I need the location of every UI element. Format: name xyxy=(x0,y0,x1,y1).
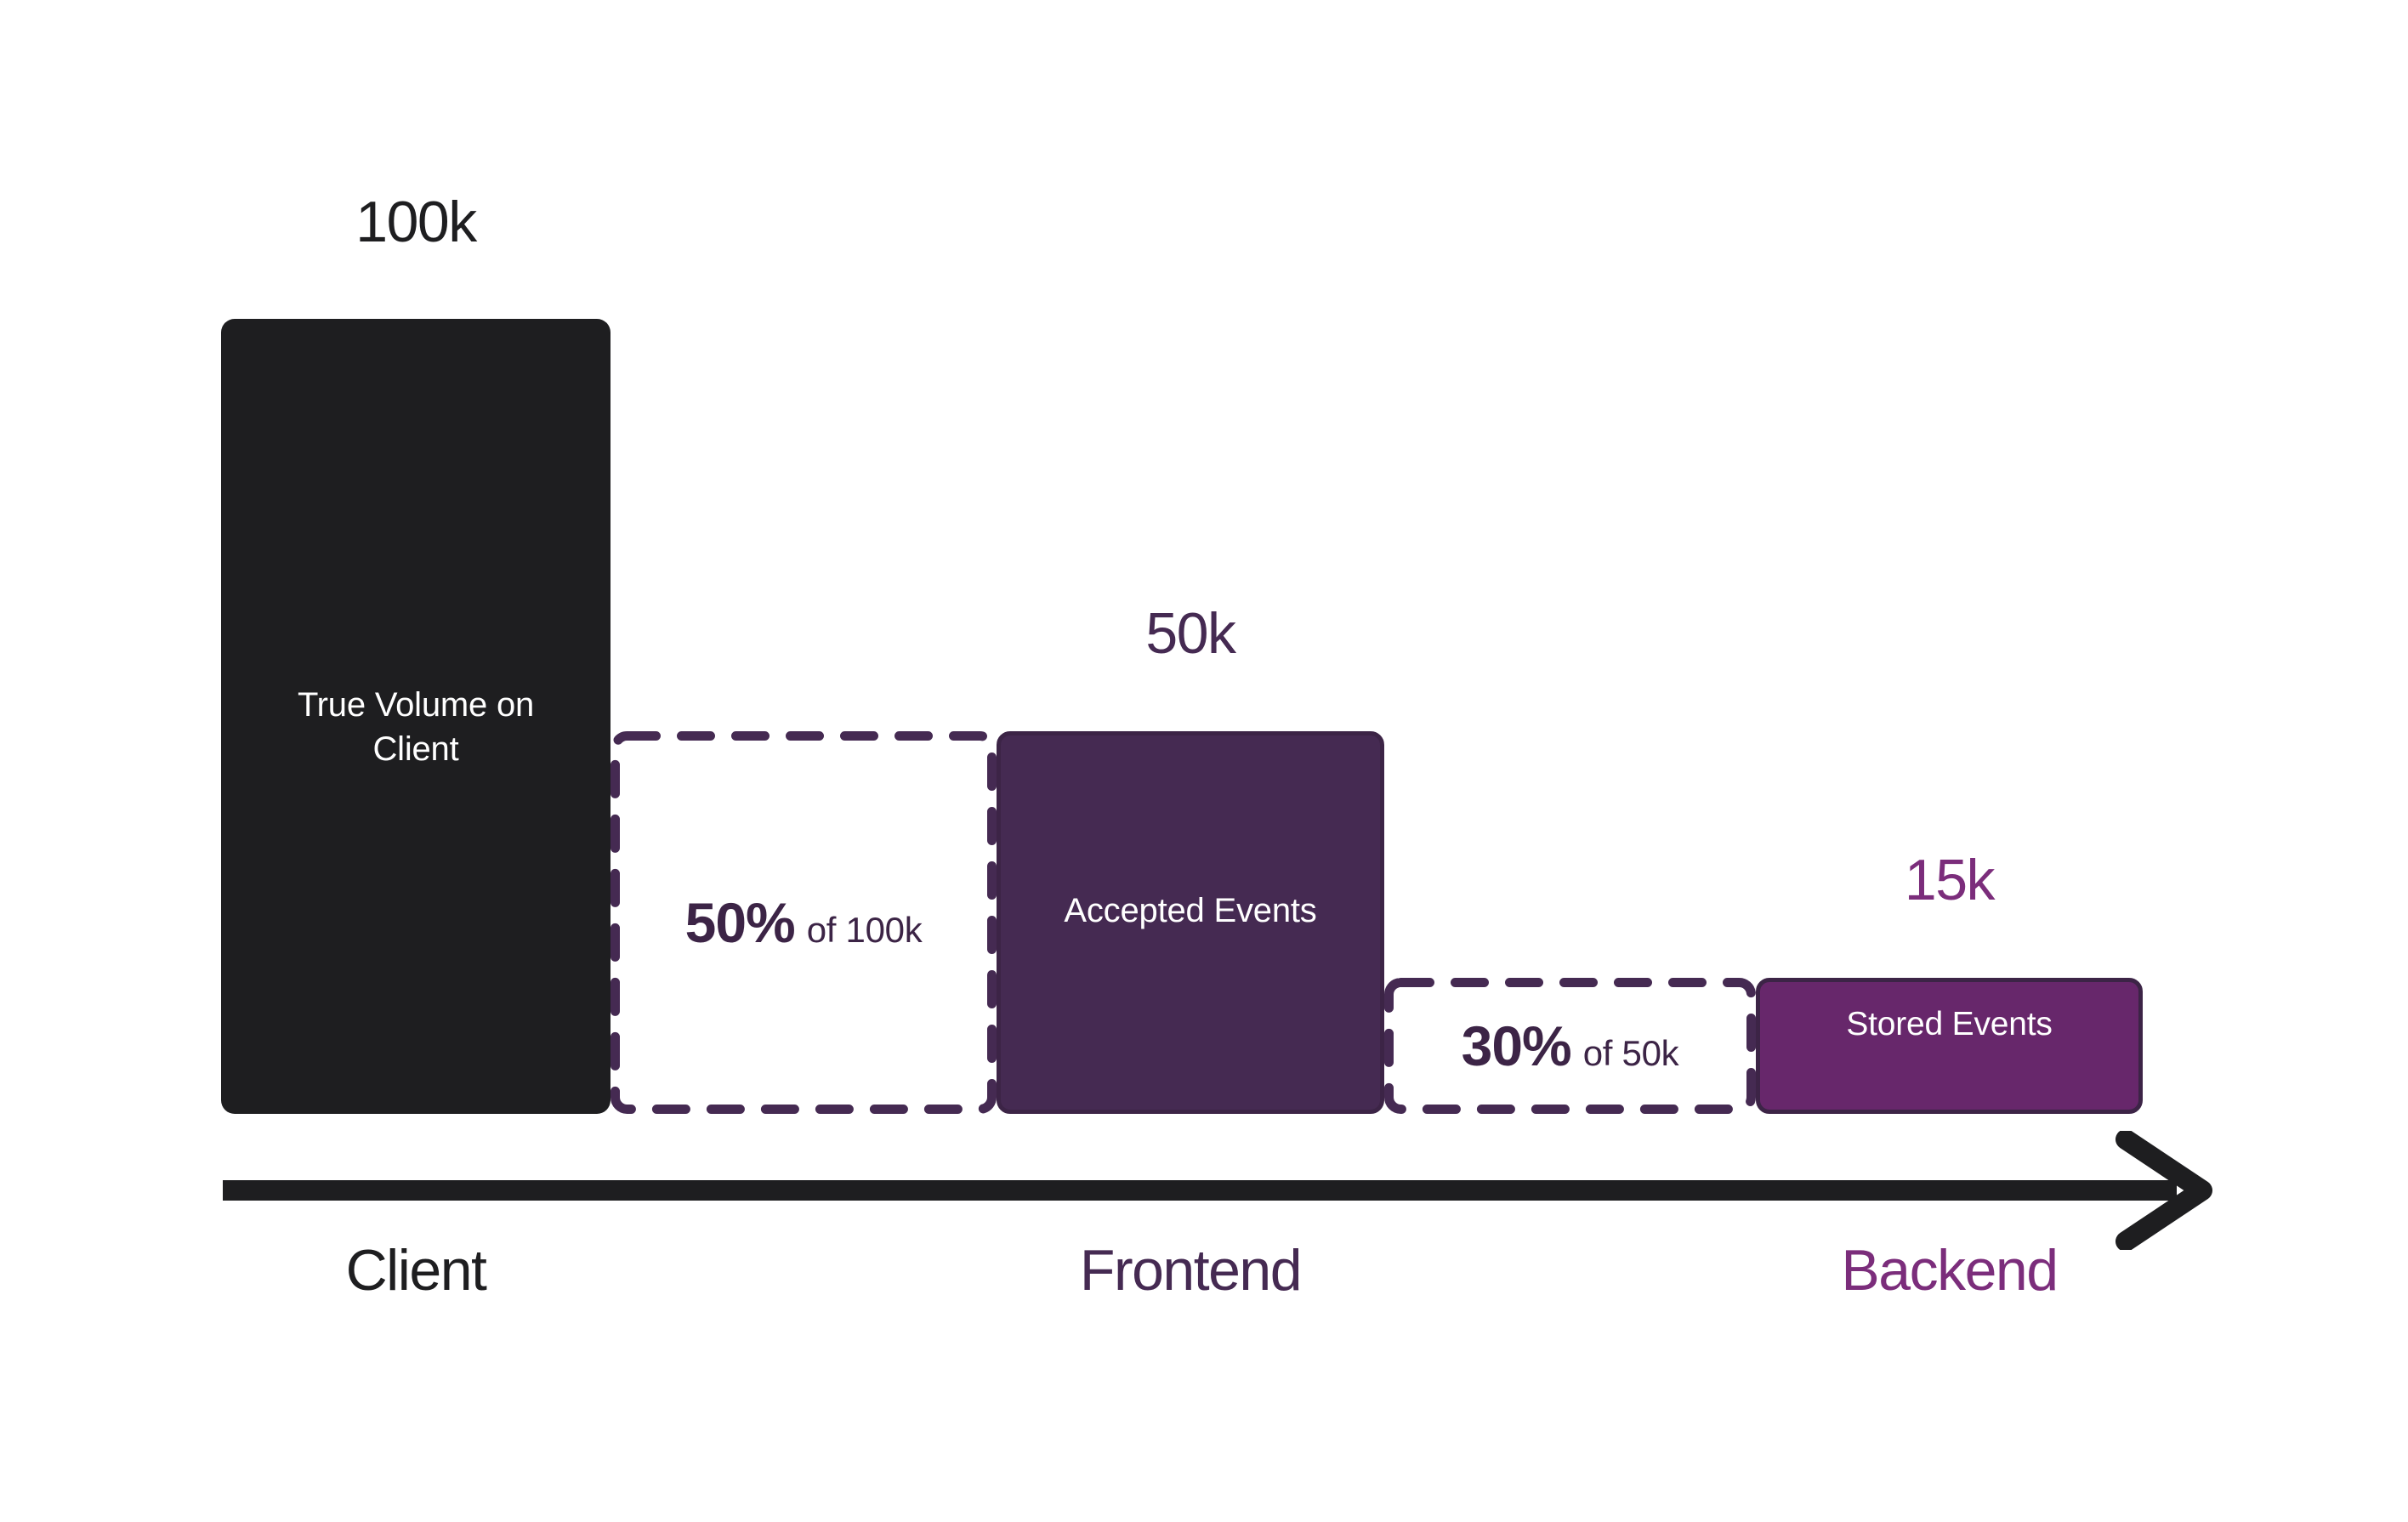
bar-label-client: True Volume on Client xyxy=(297,686,535,768)
bar-frontend: Accepted Events xyxy=(997,731,1384,1114)
dashed-outline-1 xyxy=(611,731,997,1114)
stage-label-backend: Backend xyxy=(1841,1238,2059,1303)
drop-note-2: 30% of 50k xyxy=(1462,1014,1679,1078)
bar-label-frontend: Accepted Events xyxy=(1064,892,1317,929)
axis-arrow-icon xyxy=(223,1131,2212,1250)
drop-percent-2: 30% xyxy=(1461,1014,1572,1077)
value-label-frontend: 50k xyxy=(1145,601,1236,666)
bar-client: True Volume on Client xyxy=(221,319,611,1114)
bar-backend: Stored Events xyxy=(1756,978,2143,1114)
drop-note-1: 50% of 100k xyxy=(685,890,923,955)
drop-box-client-to-frontend: 50% of 100k xyxy=(611,731,997,1114)
drop-box-frontend-to-backend: 30% of 50k xyxy=(1384,978,1756,1114)
drop-basis-2: of 50k xyxy=(1582,1033,1679,1073)
bar-label-backend: Stored Events xyxy=(1846,1006,2053,1042)
stage-label-client: Client xyxy=(345,1238,487,1303)
dashed-outline-2 xyxy=(1384,978,1756,1114)
drop-percent-1: 50% xyxy=(684,891,796,954)
drop-basis-1: of 100k xyxy=(806,910,923,950)
value-label-backend: 15k xyxy=(1904,848,1996,912)
value-label-client: 100k xyxy=(355,190,477,254)
stage-label-frontend: Frontend xyxy=(1079,1238,1303,1303)
